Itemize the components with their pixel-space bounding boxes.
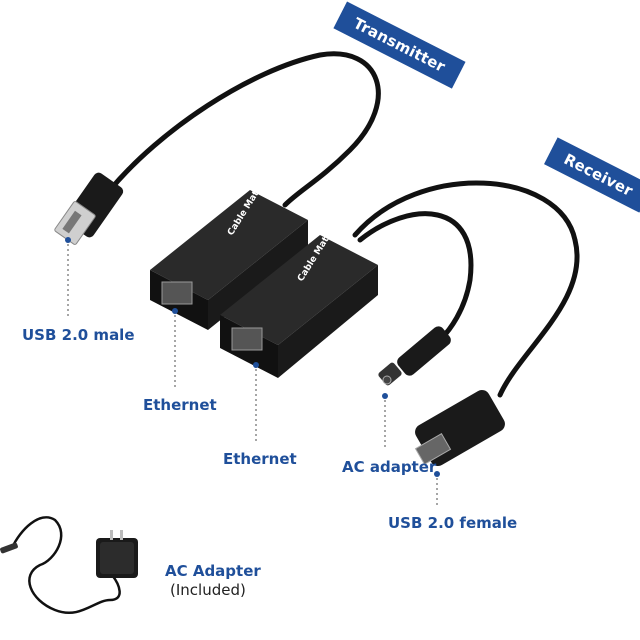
leader-lines bbox=[67, 244, 438, 505]
ac-jack-connector bbox=[378, 326, 451, 399]
usb-male-connector bbox=[54, 172, 124, 245]
ac-adapter-illustration bbox=[0, 516, 138, 615]
ac-adapter-title: AC Adapter bbox=[165, 562, 261, 580]
usb-male-label: USB 2.0 male bbox=[22, 326, 135, 344]
ac-adapter-note: (Included) bbox=[170, 581, 246, 599]
ethernet-label-transmitter: Ethernet bbox=[143, 396, 217, 414]
usb-female-label: USB 2.0 female bbox=[388, 514, 518, 532]
cables bbox=[107, 51, 580, 398]
usb-female-connector bbox=[414, 390, 505, 477]
ethernet-label-receiver: Ethernet bbox=[223, 450, 297, 468]
ac-adapter-port-label: AC adapter bbox=[342, 458, 437, 476]
